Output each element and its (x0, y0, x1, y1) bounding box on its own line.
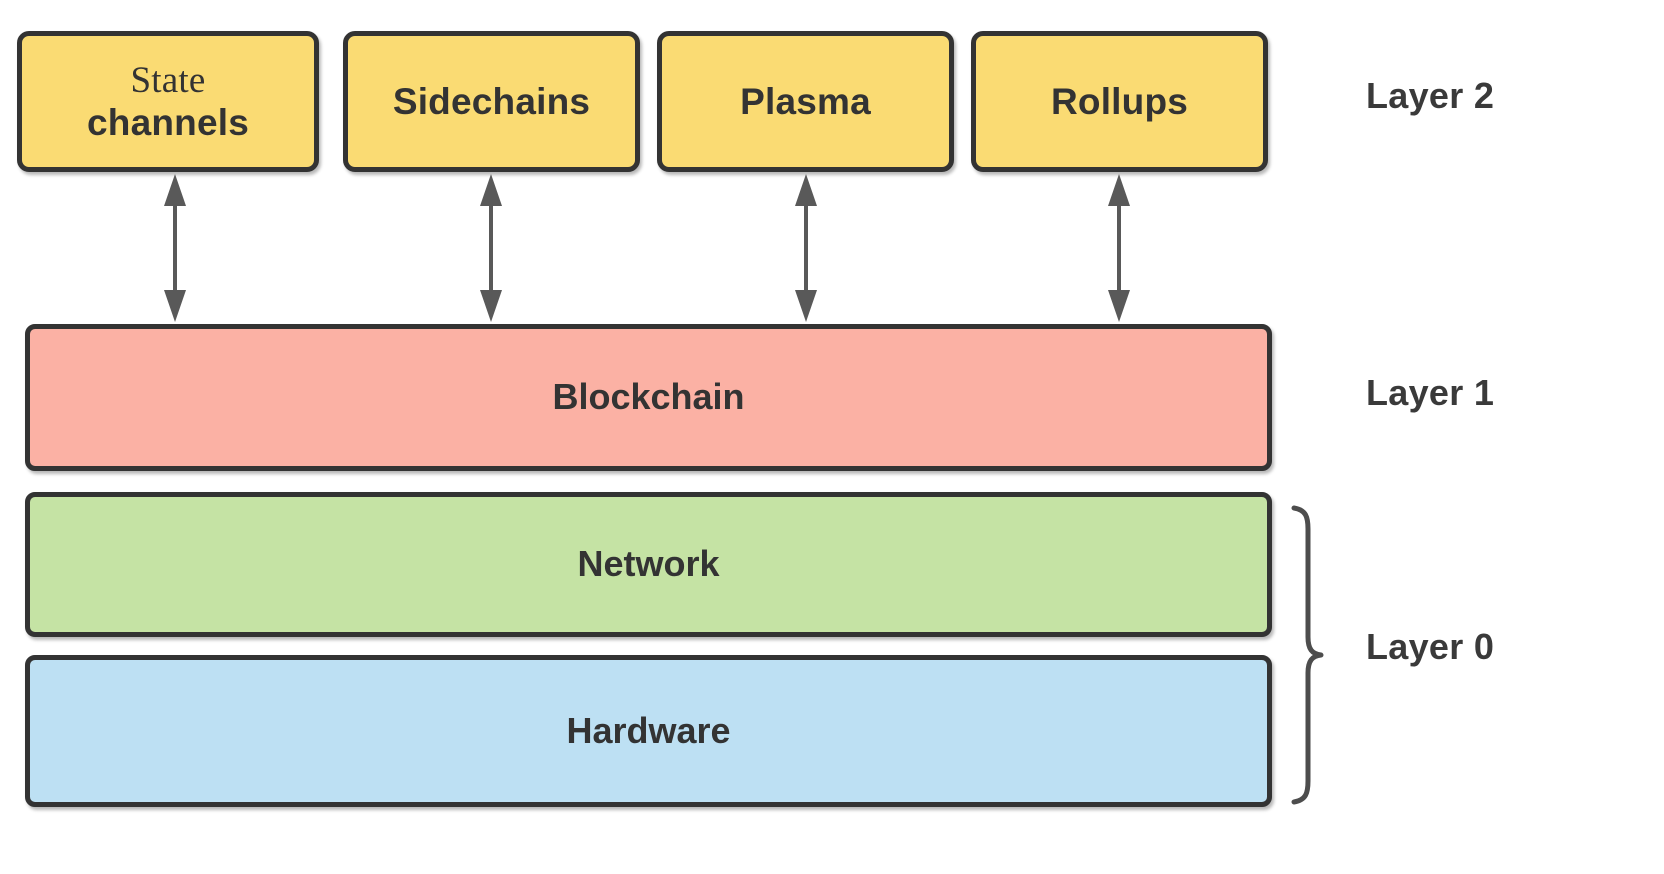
layer1-label: Layer 1 (1366, 372, 1495, 413)
connector-arrow-rollups (1099, 172, 1139, 324)
layer2-box-label-line2: channels (87, 101, 249, 143)
layer0-bar-network[interactable]: Network (25, 492, 1272, 637)
layer0-bar-label: Hardware (566, 709, 731, 751)
layer2-box-label: Sidechains (392, 80, 591, 122)
layer1-bar-label: Blockchain (552, 376, 745, 418)
layer2-label: Layer 2 (1366, 75, 1495, 116)
layer2-box-label-line1: State (130, 60, 206, 102)
connector-arrow-state-channels (155, 172, 195, 324)
layer2-box-plasma[interactable]: Plasma (657, 31, 954, 172)
layer2-box-sidechains[interactable]: Sidechains (343, 31, 640, 172)
layer2-box-label: Plasma (740, 80, 871, 122)
layer2-box-label: State channels (81, 60, 255, 143)
layer0-bar-hardware[interactable]: Hardware (25, 655, 1272, 807)
layer2-box-label: Rollups (1050, 80, 1189, 122)
layer0-grouping-brace (1288, 505, 1328, 805)
layer2-box-rollups[interactable]: Rollups (971, 31, 1268, 172)
connector-arrow-sidechains (471, 172, 511, 324)
layer1-bar-blockchain[interactable]: Blockchain (25, 324, 1272, 471)
layer0-label: Layer 0 (1366, 626, 1495, 667)
connector-arrow-plasma (786, 172, 826, 324)
layer2-box-state-channels[interactable]: State channels (17, 31, 319, 172)
layer0-bar-label: Network (577, 543, 720, 585)
